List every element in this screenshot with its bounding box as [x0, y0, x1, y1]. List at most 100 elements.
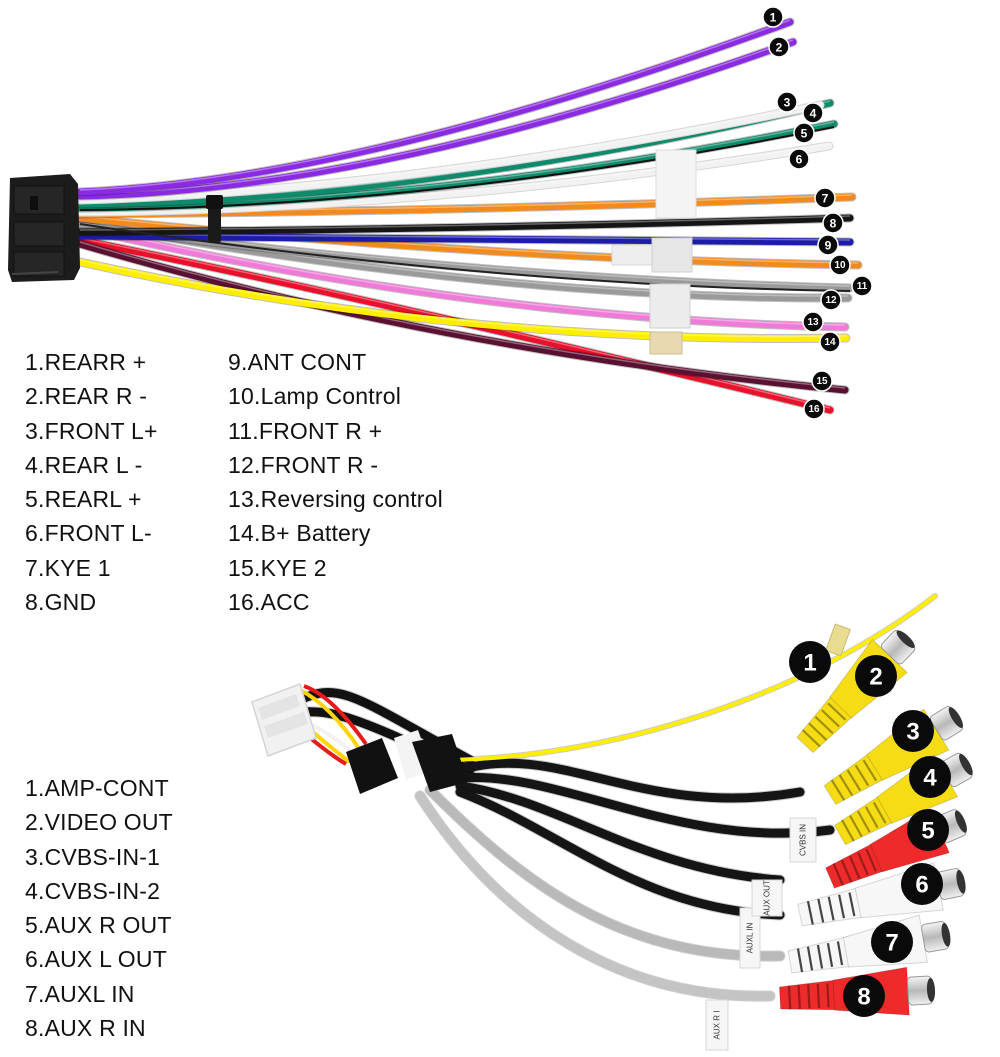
badge-number: 7: [885, 930, 898, 957]
pin-badge-14: 14: [819, 331, 841, 353]
legend-item: 1.AMP-CONT: [25, 775, 169, 801]
plug-rib: [806, 946, 814, 971]
cable-tag-label: [751, 879, 783, 917]
badge-circle: [871, 921, 913, 963]
connector-lead-wire: [303, 684, 368, 746]
legend-item: 7.KYE 1: [25, 554, 111, 581]
plug-rib: [796, 948, 804, 973]
plug-rib: [864, 806, 879, 829]
legend-item: 8.GND: [25, 589, 97, 616]
plug-rib: [849, 815, 863, 838]
wire-tag: [649, 331, 683, 355]
connector-latch: [13, 185, 65, 215]
badge-number: 3: [906, 719, 919, 746]
main-harness-legend-col1: 1.REARR +2.REAR R -3.FRONT L+4.REAR L -5…: [25, 345, 158, 619]
pin-badge-11: 11: [851, 275, 873, 297]
badge-circle: [789, 641, 831, 683]
badge-number: 6: [915, 872, 928, 899]
legend-item: 3.FRONT L+: [25, 417, 158, 444]
plug-opening: [896, 630, 915, 649]
plug-rib: [848, 855, 861, 879]
cable-tag-label: [739, 907, 761, 969]
badge-number: 4: [923, 765, 937, 792]
pin-badge-1: 1: [762, 6, 784, 28]
legend-item: 16.ACC: [228, 589, 310, 616]
wire-pin-1: [76, 18, 794, 196]
pin-badge-12: 12: [820, 289, 842, 311]
plug-rib: [830, 779, 846, 801]
rca-plug-2: [796, 630, 916, 754]
wire-tracer: [79, 126, 835, 211]
pin-badge-15: 15: [811, 370, 833, 392]
badge-number: 1: [770, 11, 777, 25]
badge-number: 13: [807, 317, 819, 328]
cable-tag-label: [705, 999, 729, 1051]
wire-pin-6: [76, 142, 833, 216]
badge-number: 5: [921, 818, 934, 845]
badge-circle: [820, 289, 842, 311]
plug-rib: [865, 848, 877, 872]
plug-opening: [926, 977, 936, 1002]
badge-circle: [843, 975, 885, 1017]
badge-number: 8: [830, 217, 837, 231]
wire-pin-15: [76, 240, 849, 394]
cable-tag: AUXL IN: [739, 907, 761, 969]
plug-rib: [816, 944, 824, 969]
badge-number: 3: [784, 96, 791, 110]
cable-tag-text: CVBS IN: [799, 824, 808, 856]
cable-tag-text: AUX OUT: [763, 880, 772, 916]
badge-circle: [901, 863, 943, 905]
legend-item: 9.ANT CONT: [228, 349, 367, 375]
badge-circle: [811, 370, 833, 392]
plug-opening: [954, 810, 967, 833]
wire-pin-13: [76, 224, 849, 331]
legend-item: 6.AUX L OUT: [25, 946, 167, 973]
pin-badge-5: 5: [793, 122, 815, 144]
badge-circle: [851, 275, 873, 297]
pin-badge-9: 9: [817, 234, 839, 256]
cable-tag-text: AUXL IN: [746, 922, 755, 953]
legend-item: 4.CVBS-IN-2: [25, 877, 161, 904]
plug-rib: [838, 894, 846, 919]
plug-rib: [816, 983, 821, 1008]
legend-item: 5.REARL +: [25, 486, 142, 513]
badge-circle: [768, 36, 790, 58]
badge-number: 6: [796, 153, 803, 167]
badge-circle: [802, 311, 824, 333]
badge-number: 8: [857, 984, 870, 1011]
plug-rib: [814, 715, 834, 735]
wire-tag: [649, 283, 691, 329]
rca-badge-5: 5: [907, 809, 949, 851]
legend-item: 12.FRONT R -: [228, 451, 379, 478]
connector-lead-wire: [299, 688, 362, 752]
legend-item: 4.REAR L -: [25, 451, 143, 478]
badge-number: 15: [816, 376, 828, 387]
plug-rib: [826, 943, 834, 968]
badge-circle: [829, 254, 851, 276]
cable-tie: [206, 195, 223, 243]
plug-rib: [857, 852, 869, 876]
pin-badge-6: 6: [788, 148, 810, 170]
legend-item: 3.CVBS-IN-1: [25, 843, 161, 870]
badge-circle: [788, 148, 810, 170]
rca-plug-7: [787, 914, 951, 974]
plug-rib: [846, 769, 862, 792]
plug-rib: [827, 702, 847, 721]
badge-number: 5: [801, 127, 808, 141]
plug-rib: [797, 984, 801, 1010]
cable-tag-label: [789, 817, 817, 863]
rca-cable: [415, 791, 775, 1001]
plug-rib: [826, 983, 830, 1008]
rca-cable: [455, 787, 785, 920]
pin-badge-2: 2: [768, 36, 790, 58]
legend-item: 7.AUXL IN: [25, 980, 135, 1007]
plug-rib: [832, 862, 844, 886]
pin-badge-8: 8: [822, 212, 844, 234]
wire-pin-3: [76, 101, 824, 204]
badge-circle: [814, 187, 836, 209]
